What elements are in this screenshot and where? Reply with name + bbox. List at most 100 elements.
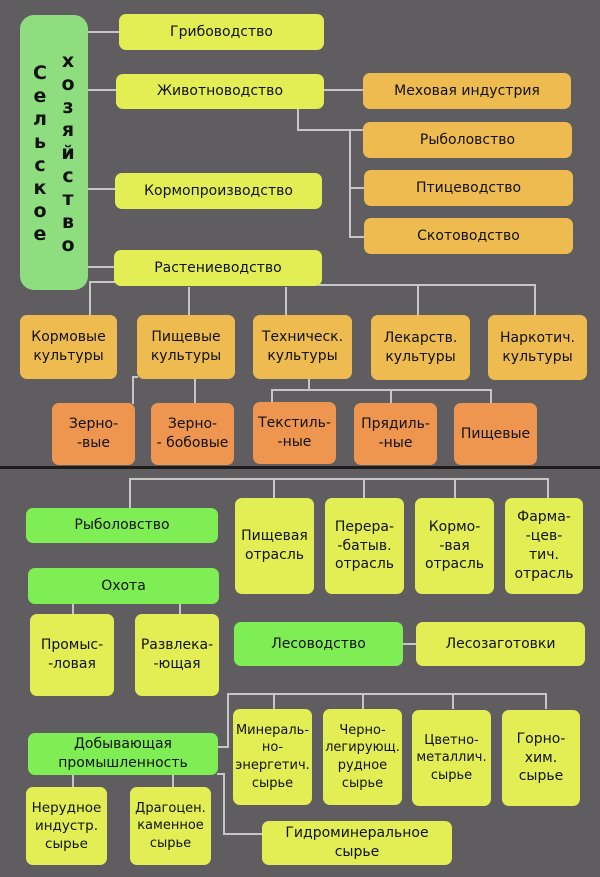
root-letter: з <box>62 96 74 118</box>
root-letter: с <box>34 154 46 176</box>
connector <box>223 833 263 835</box>
node-fishing: Рыболовство <box>26 508 218 543</box>
root-letter: х <box>61 50 75 72</box>
node-technical-crops: Техническ. культуры <box>253 315 352 379</box>
connector <box>172 775 174 787</box>
node-poultry: Птицеводство <box>364 170 573 206</box>
root-letter: ь <box>33 131 46 153</box>
root-letter: о <box>61 234 75 256</box>
connector <box>89 281 117 283</box>
connector <box>227 693 547 695</box>
connector <box>88 188 116 190</box>
connector <box>188 287 190 315</box>
connector <box>179 603 181 615</box>
node-mining-chem: Горно- хим. сырье <box>502 710 580 806</box>
connector <box>349 129 351 237</box>
agriculture-root <box>20 15 88 290</box>
node-cattle: Скотоводство <box>364 218 573 254</box>
node-nonmetallic: Нерудное индустр. сырье <box>26 787 107 865</box>
connector <box>271 389 273 403</box>
connector <box>363 478 365 498</box>
connector <box>72 775 74 787</box>
node-commercial-hunting: Промыс- -ловая <box>30 614 114 696</box>
node-medicinal-crops: Лекарств. культуры <box>371 315 470 380</box>
node-food-branch: Пищевая отрасль <box>235 498 314 594</box>
root-letter: я <box>61 119 75 141</box>
root-letter: е <box>33 223 47 245</box>
connector <box>308 378 310 390</box>
root-letter: т <box>62 188 74 210</box>
connector <box>349 187 365 189</box>
root-letter: к <box>33 177 47 199</box>
connector <box>88 89 118 91</box>
connector <box>194 378 196 404</box>
connector <box>297 129 365 131</box>
node-fishing-livestock: Рыболовство <box>363 122 572 158</box>
node-hydromineral: Гидроминеральное сырье <box>262 821 452 865</box>
connector <box>403 643 417 645</box>
node-food-crops: Пищевые культуры <box>137 315 235 379</box>
node-gemstone: Драгоцен. каменное сырье <box>130 787 211 865</box>
node-spinning: Прядиль- -ные <box>354 403 437 465</box>
node-legumes: Зерно- - бобовые <box>151 403 234 465</box>
root-letter: С <box>33 62 47 84</box>
root-letter: е <box>33 85 47 107</box>
connector <box>285 287 287 315</box>
connector <box>297 106 299 130</box>
node-nonferrous: Цветно- металлич. сырье <box>412 710 491 806</box>
node-fodder-production: Кормопроизводство <box>115 173 322 209</box>
connector <box>217 773 225 775</box>
node-logging: Лесозаготовки <box>416 622 585 666</box>
root-letter: л <box>33 108 47 130</box>
section-divider <box>0 466 600 469</box>
node-ferrous: Черно- легирующ. рудное сырье <box>323 709 402 805</box>
connector <box>362 693 364 709</box>
node-food-technical: Пищевые <box>454 403 537 465</box>
connector <box>349 236 365 238</box>
connector <box>490 389 492 403</box>
node-grain: Зерно- -вые <box>52 403 135 465</box>
connector <box>129 478 548 480</box>
node-mineral-energy: Минераль- но- энергетич. сырье <box>233 709 312 805</box>
node-forestry: Лесоводство <box>234 622 403 666</box>
connector <box>454 478 456 498</box>
connector <box>390 389 392 403</box>
root-letter: о <box>33 200 47 222</box>
connector <box>88 266 116 268</box>
connector <box>417 284 419 315</box>
node-fur-industry: Меховая индустрия <box>363 73 571 109</box>
connector <box>223 773 225 835</box>
node-recreational-hunting: Развлека- -ющая <box>135 614 219 696</box>
node-textile: Текстиль- -ные <box>253 402 336 464</box>
connector <box>132 376 138 378</box>
root-letter: в <box>61 211 75 233</box>
node-narcotic-crops: Наркотич. культуры <box>488 315 587 380</box>
node-fodder-crops: Кормовые культуры <box>20 315 117 379</box>
connector <box>273 693 275 709</box>
connector <box>129 478 131 508</box>
connector <box>452 693 454 709</box>
connector <box>323 89 365 91</box>
connector <box>318 284 536 286</box>
root-letter: й <box>61 142 75 164</box>
node-crop-growing: Растениеводство <box>114 250 322 286</box>
node-hunting: Охота <box>28 568 219 604</box>
connector <box>227 693 229 747</box>
connector <box>273 478 275 498</box>
node-livestock: Животноводство <box>116 74 324 109</box>
connector <box>547 478 549 498</box>
connector <box>271 389 492 391</box>
root-letter: о <box>61 73 75 95</box>
node-mining: Добывающая промышленность <box>28 733 218 775</box>
root-letter: с <box>62 165 74 187</box>
node-mushroom: Грибоводство <box>119 14 324 50</box>
node-feed-branch: Кормо- -вая отрасль <box>415 498 494 594</box>
connector <box>217 746 229 748</box>
node-processing-branch: Перера- -батыв. отрасль <box>325 498 404 594</box>
connector <box>534 284 536 315</box>
node-pharma-branch: Фарма- -цев- тич. отрасль <box>505 498 583 594</box>
connector <box>545 693 547 709</box>
connector <box>89 281 91 315</box>
